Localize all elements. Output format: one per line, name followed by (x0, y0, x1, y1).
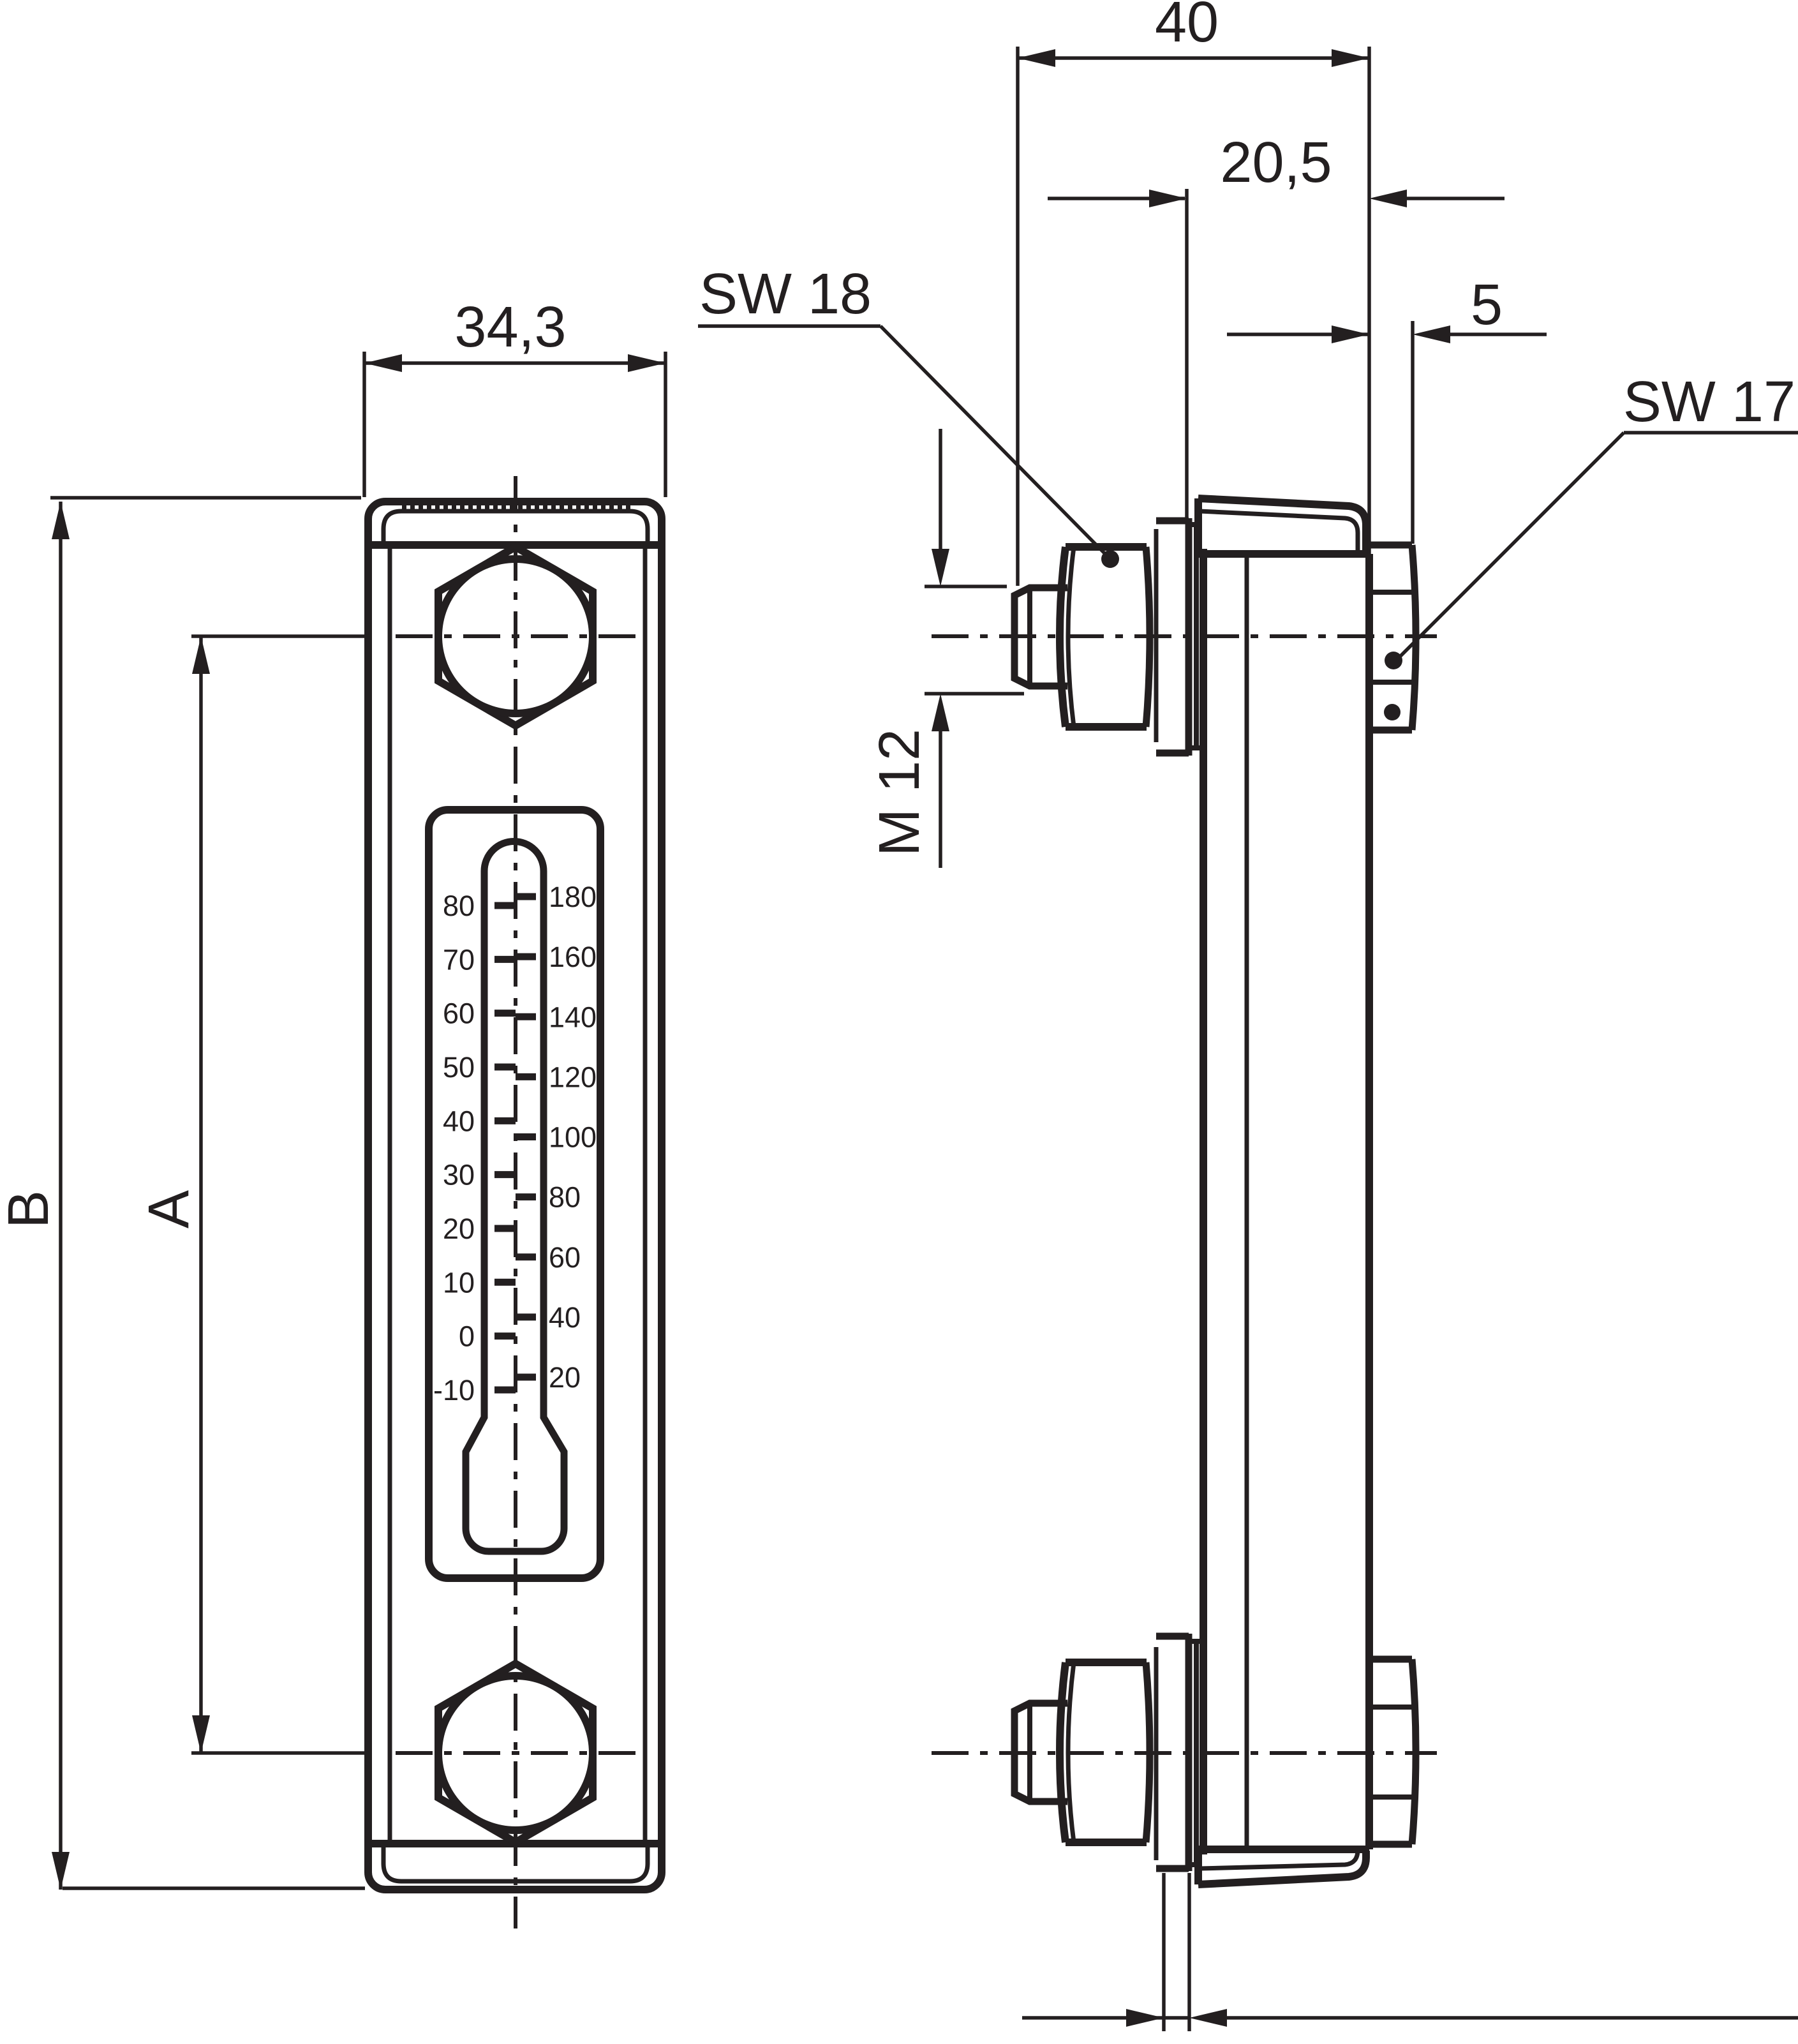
dim-5-arrow-left (1332, 325, 1369, 343)
thermometer-scale: 80706050403020100-1018016014012010080604… (433, 881, 597, 1406)
side-bottom-cap-outline (1198, 1851, 1370, 1888)
dim-20-5-arrow-left (1149, 190, 1187, 207)
celsius-label: 40 (443, 1105, 475, 1137)
label-SW17: SW 17 (1396, 370, 1798, 660)
dimension-5: 5 (1227, 273, 1547, 544)
dimension-20-5: 20,5 (1048, 131, 1505, 520)
dim-5-text: 5 (1471, 273, 1503, 337)
celsius-label: 60 (443, 997, 475, 1030)
side-bolt-assembly-bottom (932, 1634, 1437, 1871)
fahrenheit-label: 180 (549, 881, 597, 913)
celsius-label: 20 (443, 1212, 475, 1245)
sw18-leader-dot (1101, 550, 1119, 568)
dim-B-arrow-top (52, 502, 70, 539)
dimension-B: B (0, 496, 365, 1890)
right-nut-dot (1384, 704, 1401, 720)
dim-M12-arrow-bottom (932, 694, 949, 731)
dim-bottom-arrow-left (1126, 2009, 1164, 2027)
dim-34-3-arrow-right (628, 354, 665, 372)
side-top-cap-inner (1199, 509, 1360, 553)
dim-40-arrow-right (1332, 49, 1369, 67)
celsius-label: 10 (443, 1266, 475, 1299)
front-view: 80706050403020100-1018016014012010080604… (364, 476, 665, 1928)
dim-M12-arrow-top (932, 549, 949, 586)
sw17-leader-dot (1385, 652, 1402, 669)
dim-20-5-text: 20,5 (1220, 131, 1332, 195)
dim-bottom-arrow-right (1189, 2009, 1227, 2027)
sw18-text: SW 18 (699, 262, 872, 326)
celsius-label: 0 (459, 1320, 475, 1353)
dimension-40: 40 (1016, 0, 1371, 586)
fahrenheit-label: 100 (549, 1121, 597, 1154)
fahrenheit-label: 120 (549, 1061, 597, 1093)
fahrenheit-label: 80 (549, 1181, 581, 1214)
celsius-label: 70 (443, 943, 475, 976)
dim-M12-text: M 12 (868, 729, 932, 856)
dimension-A: A (137, 634, 369, 1755)
fahrenheit-label: 20 (549, 1361, 581, 1394)
sw17-text: SW 17 (1623, 370, 1795, 434)
celsius-label: -10 (433, 1374, 475, 1406)
fahrenheit-label: 140 (549, 1001, 597, 1033)
celsius-label: 50 (443, 1051, 475, 1084)
dimension-34-3: 34,3 (362, 295, 667, 497)
celsius-label: 80 (443, 890, 475, 922)
thermometer-capsule (462, 838, 568, 1555)
label-SW18: SW 18 (698, 262, 1119, 568)
side-view (932, 495, 1437, 1888)
dim-34-3-text: 34,3 (454, 295, 566, 359)
dimension-bottom-unlabeled (1022, 1873, 1798, 2031)
dim-A-arrow-top (192, 636, 210, 674)
nut-left-silhouette (1056, 546, 1069, 727)
side-top-cap-outline (1198, 495, 1370, 553)
dim-40-arrow-left (1018, 49, 1055, 67)
side-bolt-assembly-top (932, 517, 1437, 757)
dim-34-3-arrow-left (364, 354, 402, 372)
dim-40-text: 40 (1155, 0, 1219, 54)
dimension-M12: M 12 (868, 429, 1024, 868)
fahrenheit-label: 60 (549, 1241, 581, 1274)
dim-A-arrow-bottom (192, 1715, 210, 1753)
dim-5-arrow-right (1413, 325, 1450, 343)
dim-B-arrow-bottom (52, 1852, 70, 1890)
dim-B-text: B (0, 1190, 61, 1228)
sw17-leader-line (1396, 431, 1625, 660)
sw18-leader-line (879, 325, 1111, 560)
fahrenheit-label: 160 (549, 941, 597, 973)
hex-bolt-hexagon (435, 542, 597, 730)
celsius-label: 30 (443, 1159, 475, 1191)
dim-A-text: A (137, 1190, 201, 1228)
side-top-cap (1198, 495, 1370, 558)
fahrenheit-label: 40 (549, 1301, 581, 1334)
side-bottom-cap (1198, 1846, 1370, 1888)
dim-20-5-arrow-right (1369, 190, 1407, 207)
